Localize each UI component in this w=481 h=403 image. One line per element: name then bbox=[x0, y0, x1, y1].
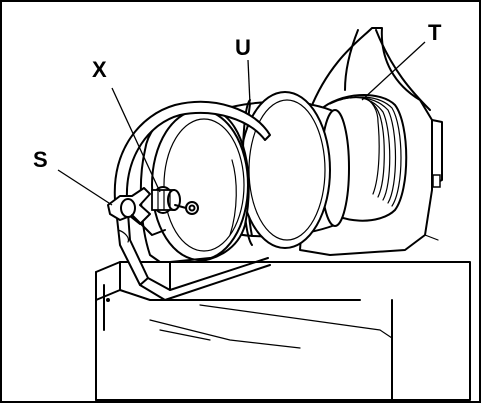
machine-body bbox=[95, 261, 471, 401]
leader-line-t bbox=[361, 41, 426, 101]
locking-knob bbox=[107, 187, 166, 243]
leader-line-u bbox=[247, 59, 251, 105]
flange-disc bbox=[239, 91, 331, 249]
callout-label-t: T bbox=[428, 20, 442, 45]
callout-label-s: S bbox=[33, 147, 48, 172]
leader-line-s bbox=[57, 169, 113, 206]
callout-label-u: U bbox=[235, 35, 251, 60]
support-bracket bbox=[113, 100, 271, 301]
leader-line-x bbox=[111, 87, 161, 193]
hub-shaft bbox=[151, 186, 199, 215]
callout-label-x: X bbox=[92, 57, 107, 82]
callout-labels: S X U T bbox=[33, 20, 442, 172]
front-cover bbox=[139, 105, 250, 263]
leader-lines bbox=[57, 41, 426, 206]
